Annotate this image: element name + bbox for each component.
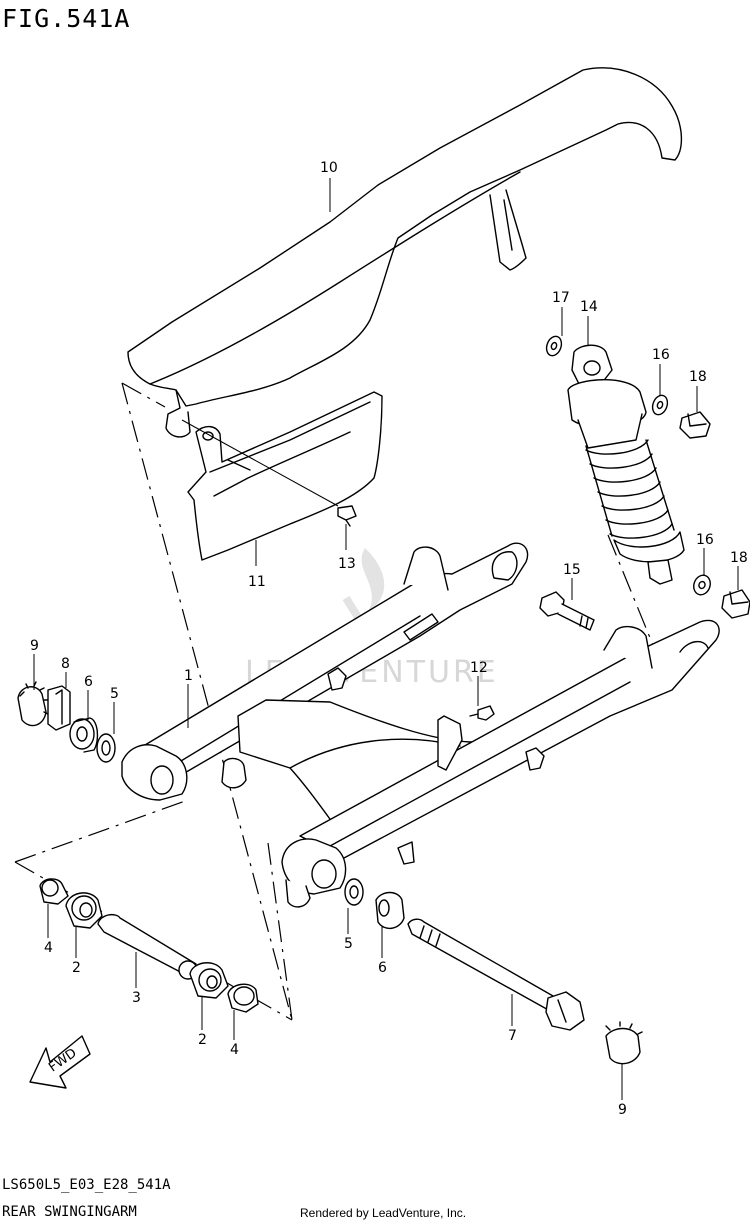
part-16-washer-lower bbox=[693, 574, 711, 596]
part-2-bearing-right bbox=[189, 962, 229, 999]
part-16-washer-upper bbox=[651, 394, 669, 416]
callout-13: 13 bbox=[338, 556, 356, 572]
part-10-chain-case bbox=[127, 67, 683, 438]
figure-title: FIG.541A bbox=[2, 4, 131, 33]
callout-7: 7 bbox=[508, 1028, 517, 1044]
callout-10: 10 bbox=[320, 160, 338, 176]
callout-16-lower: 16 bbox=[696, 532, 714, 548]
part-5-washer-left bbox=[96, 733, 116, 763]
callout-14: 14 bbox=[580, 299, 598, 315]
callout-2-left: 2 bbox=[72, 960, 81, 976]
figure-code: LS650L5_E03_E28_541A bbox=[2, 1177, 171, 1193]
part-6-dust-seal-left bbox=[69, 717, 99, 753]
part-3-pivot-sleeve bbox=[97, 913, 198, 980]
part-15-bolt bbox=[539, 591, 595, 631]
callout-labels: 10 11 13 17 14 16 18 16 18 15 12 1 9 8 6… bbox=[30, 160, 748, 1118]
callout-9-left: 9 bbox=[30, 638, 39, 654]
part-11-chain-case-lower bbox=[187, 391, 383, 561]
part-12-bolt bbox=[469, 705, 495, 721]
callout-4-right: 4 bbox=[230, 1042, 239, 1058]
part-4-spacer-left bbox=[39, 878, 69, 905]
part-17-washer bbox=[545, 335, 563, 357]
callout-11: 11 bbox=[248, 574, 266, 590]
fwd-direction-arrow: FWD bbox=[29, 1035, 91, 1089]
callout-16-upper: 16 bbox=[652, 347, 670, 363]
part-2-bearing-left bbox=[65, 892, 103, 929]
callout-1: 1 bbox=[184, 668, 193, 684]
figure-name: REAR SWINGINGARM bbox=[2, 1204, 137, 1220]
callout-15: 15 bbox=[563, 562, 581, 578]
callout-17: 17 bbox=[552, 290, 570, 306]
part-6-dust-seal-right bbox=[375, 891, 405, 929]
part-13-bolt bbox=[337, 505, 357, 527]
part-18-nut-upper bbox=[679, 411, 711, 439]
part-14-rear-shock-absorber bbox=[567, 344, 685, 585]
part-9-cap-right bbox=[605, 1021, 643, 1065]
callout-5-left: 5 bbox=[110, 686, 119, 702]
callout-18-upper: 18 bbox=[689, 369, 707, 385]
callout-8: 8 bbox=[61, 656, 70, 672]
callout-5-right: 5 bbox=[344, 936, 353, 952]
callout-4-left: 4 bbox=[44, 940, 53, 956]
part-8-spacer bbox=[47, 685, 71, 731]
callout-12: 12 bbox=[470, 660, 488, 676]
callout-2-right: 2 bbox=[198, 1032, 207, 1048]
part-4-spacer-right bbox=[227, 983, 259, 1013]
callout-6-left: 6 bbox=[84, 674, 93, 690]
callout-9-right: 9 bbox=[618, 1102, 627, 1118]
part-9-cap-left bbox=[17, 681, 49, 727]
callout-6-right: 6 bbox=[378, 960, 387, 976]
leader-lines bbox=[33, 178, 739, 1100]
part-1-swingarm bbox=[121, 542, 720, 908]
part-7-pivot-shaft bbox=[407, 918, 585, 1031]
callout-3: 3 bbox=[132, 990, 141, 1006]
callout-18-lower: 18 bbox=[730, 550, 748, 566]
render-credit: Rendered by LeadVenture, Inc. bbox=[300, 1206, 467, 1220]
part-18-nut-lower bbox=[721, 589, 750, 619]
part-5-washer-right bbox=[344, 878, 364, 906]
